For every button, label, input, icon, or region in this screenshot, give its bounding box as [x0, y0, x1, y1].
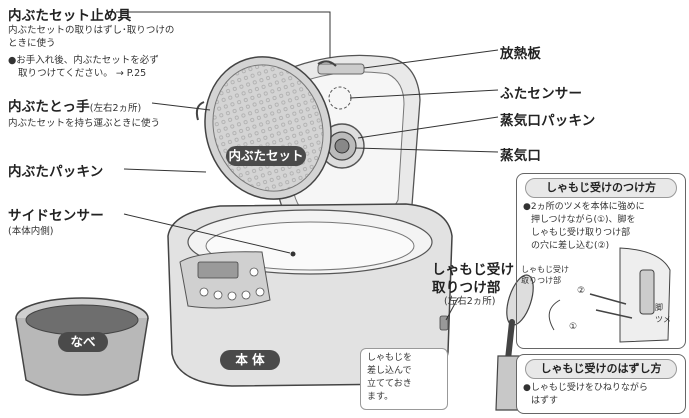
radiator-plate	[317, 63, 365, 75]
pot-badge: なべ	[58, 332, 108, 352]
callout-line: ます。	[367, 392, 394, 402]
inner-lid-packing-label: 内ぶたパッキン	[8, 164, 104, 180]
remove-line: はずす	[531, 396, 559, 406]
lid-fixture-note: 取りつけてください。 → P.25	[18, 68, 147, 79]
fig-num: ①	[569, 322, 578, 332]
side-sensor-label: サイドセンサー	[8, 208, 104, 224]
radiator-label: 放熱板	[500, 46, 542, 62]
attach-figure	[548, 247, 671, 343]
callout-line: 立てておき	[367, 379, 412, 389]
body-badge: 本 体	[220, 350, 280, 370]
remove-instructions-panel: しゃもじ受けのはずし方 ●しゃもじ受けをひねりながら はずす	[516, 354, 686, 414]
fig-num: ②	[577, 286, 586, 296]
remove-line: ●しゃもじ受けをひねりながら	[523, 383, 648, 393]
lid-sensor-label: ふたセンサー	[500, 86, 583, 102]
display-panel	[197, 261, 239, 279]
handle-label: 内ぶたとっ手(左右2ヵ所)	[8, 95, 141, 115]
attach-header: しゃもじ受けのつけ方	[525, 178, 677, 198]
callout-line: しゃもじを	[367, 353, 413, 363]
attach-line: 押しつけながら(①)、脚を	[531, 215, 636, 225]
paddle-holder-sub: (左右2ヵ所)	[444, 296, 496, 307]
attach-line: の穴に差し込む(②)	[531, 241, 610, 251]
lid-fixture-desc: ときに使う	[8, 38, 56, 49]
handle-sub: (左右2ヵ所)	[89, 103, 142, 114]
side-sensor-point	[290, 251, 296, 257]
attach-line: ●2ヵ所のツメを本体に強めに	[523, 202, 645, 212]
leader-lines	[116, 11, 499, 321]
fig-label: 取りつけ部	[521, 276, 562, 285]
side-sensor-sub: (本体内側)	[8, 226, 54, 237]
handle-title: 内ぶたとっ手	[8, 99, 90, 115]
attach-instructions-panel: しゃもじ受けのつけ方 ●2ヵ所のツメを本体に強めに 押しつけながら(①)、脚を …	[516, 173, 686, 349]
steam-packing-label: 蒸気口パッキン	[500, 113, 596, 129]
lid-fixture-note: ●お手入れ後、内ぶたセットを必ず	[8, 55, 159, 66]
lid-fixture-desc: 内ぶたセットの取りはずし･取りつけの	[8, 25, 175, 36]
attach-line: しゃもじ受け取りつけ部	[531, 228, 631, 238]
paddle-callout: しゃもじを 差し込んで 立てておき ます。	[360, 348, 448, 410]
inner-lid-set-badge: 内ぶたセット	[226, 146, 306, 166]
handle-desc: 内ぶたセットを持ち運ぶときに使う	[8, 118, 161, 129]
callout-line: 差し込んで	[367, 366, 412, 376]
fig-label: しゃもじ受け	[521, 265, 569, 274]
paddle-holder-title: 取りつけ部	[432, 280, 501, 296]
steam-port-label: 蒸気口	[500, 148, 542, 164]
fig-claw-label: ツメ	[655, 315, 671, 324]
remove-header: しゃもじ受けのはずし方	[525, 359, 677, 379]
lid-fixture-title: 内ぶたセット止め具	[8, 8, 132, 24]
fig-leg-label: 脚	[655, 303, 663, 312]
paddle-holder-title: しゃもじ受け	[432, 262, 515, 278]
